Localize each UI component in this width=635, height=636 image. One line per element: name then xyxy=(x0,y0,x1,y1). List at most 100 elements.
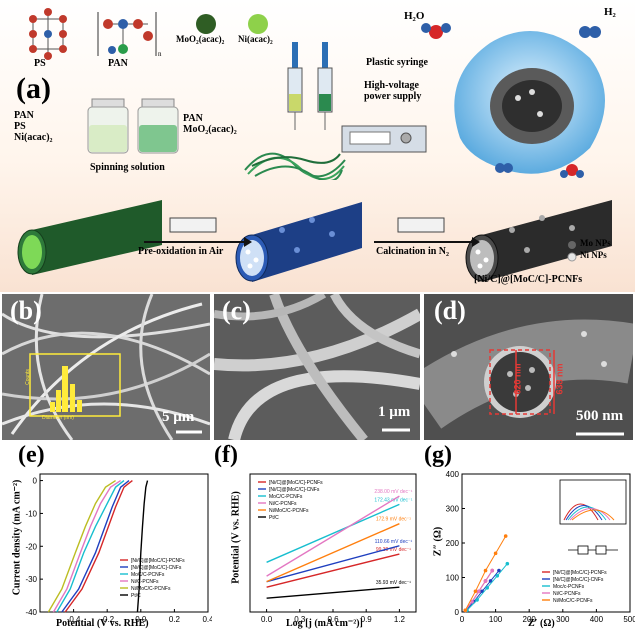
fiber-collector xyxy=(244,152,346,180)
h2o-label: H₂O xyxy=(404,10,425,22)
e-ylabel: Current density (mA cm⁻²) xyxy=(11,479,23,596)
label-moo2acac: MoO₂(acac)₂ xyxy=(176,34,225,44)
e-xlabel: Potential (V vs. RHE) xyxy=(56,618,149,629)
h2-molecule xyxy=(579,26,601,38)
x-tick-label: 0.2 xyxy=(169,615,181,624)
legend-label: Pt/C xyxy=(269,515,279,521)
moo2-acac-sphere xyxy=(196,14,216,34)
x-tick-label: 200 xyxy=(523,615,537,624)
series-line xyxy=(61,480,130,613)
right-list: PAN MoO₂(acac)₂ xyxy=(183,113,237,135)
inset-arc xyxy=(569,508,611,521)
y-tick-label: 100 xyxy=(446,574,460,583)
legend-label: Moc/c-PCNFs xyxy=(553,584,585,590)
x-tick-label: 0.3 xyxy=(294,615,306,624)
syringes xyxy=(287,42,333,130)
panel-letter-g: (g) xyxy=(424,442,452,468)
black-fiber xyxy=(465,200,612,282)
scale-bar-d: 500 nm xyxy=(576,408,624,424)
series-line xyxy=(136,480,149,613)
plastic-syringe-label: Plastic syringe xyxy=(366,57,428,68)
spinning-solution-label: Spinning solution xyxy=(90,162,165,173)
data-point xyxy=(497,568,501,573)
inset-xlabel: Diameter (nm) xyxy=(42,415,74,421)
x-tick-label: 500 xyxy=(623,615,635,624)
inset-arc xyxy=(565,505,603,521)
panel-a-schematic: PS PAN n MoO₂(acac)₂ Ni(acac)₂ (a) PAN P… xyxy=(0,0,635,292)
left-list: PAN PS Ni(acac)₂ xyxy=(14,110,53,143)
h2o-molecule xyxy=(421,23,451,39)
slope-label: 35.93 mV dec⁻¹ xyxy=(376,580,411,586)
left-list-item: Ni(acac)₂ xyxy=(14,132,53,143)
x-tick-label: 100 xyxy=(489,615,503,624)
fiber-evolution xyxy=(17,200,612,282)
legend-ni: Ni NPs xyxy=(580,250,607,260)
dim-label-1: 620 nm xyxy=(512,363,523,395)
scale-bar-b: 5 μm xyxy=(162,409,195,425)
power-supply-label: High-voltage power supply xyxy=(364,80,421,102)
data-point xyxy=(473,589,478,594)
left-list-item: PAN xyxy=(14,110,34,121)
x-tick-label: 1.2 xyxy=(394,615,406,624)
x-tick-label: 0.0 xyxy=(135,615,147,624)
data-point xyxy=(483,579,488,583)
slope-label: 110.66 mV dec⁻¹ xyxy=(375,539,413,545)
series-line xyxy=(266,586,400,599)
legend-label: Ni/MoC/C-PCNFs xyxy=(553,598,593,604)
legend-label: Ni/MoC/C-PCNFs xyxy=(269,508,309,514)
y-tick-label: -40 xyxy=(25,608,37,617)
x-tick-label: 0.6 xyxy=(327,615,339,624)
data-point xyxy=(485,586,489,590)
x-tick-label: 0.9 xyxy=(361,615,373,624)
series-line xyxy=(266,553,400,588)
ps-molecule xyxy=(29,8,67,60)
f-ylabel: Potential (V vs. RHE) xyxy=(230,491,242,584)
circuit-resistor xyxy=(577,545,589,555)
y-tick-label: 200 xyxy=(446,539,460,548)
water-splitting-graphic xyxy=(454,31,605,178)
solution-bottles xyxy=(87,98,179,154)
x-tick-label: 300 xyxy=(556,615,570,624)
series-line xyxy=(266,495,400,577)
y-tick-label: -30 xyxy=(25,575,37,584)
circuit-element xyxy=(595,545,607,555)
g-xlabel: Z′ (Ω) xyxy=(528,618,555,629)
data-point xyxy=(493,551,498,556)
label-pan: PAN xyxy=(108,58,128,69)
slope-label: 238.00 mV dec⁻¹ xyxy=(374,489,412,495)
y-tick-label: -10 xyxy=(25,509,37,518)
panel-c-sem: (c) 1 μm xyxy=(214,294,420,440)
legend-label: MoC/C-PCNFs xyxy=(269,494,303,500)
green-fiber xyxy=(17,200,162,275)
legend-label: Pt/C xyxy=(131,593,141,599)
series-line xyxy=(52,479,122,613)
power-supply-box xyxy=(341,125,427,153)
series-line xyxy=(56,480,125,613)
x-tick-label: -0.4 xyxy=(67,615,81,624)
pan-molecule xyxy=(97,12,157,56)
series-line xyxy=(64,480,133,613)
data-point xyxy=(477,589,481,594)
dim-label-2: 638 nm xyxy=(554,363,565,395)
legend-label: Ni/MoC/C-PCNFs xyxy=(131,586,171,592)
legend-label: Ni/C-PCNFs xyxy=(553,591,581,597)
y-tick-label: 0 xyxy=(33,477,38,486)
panel-letter-a: (a) xyxy=(16,72,51,105)
legend-label: Ni/C-PCNFs xyxy=(269,501,297,507)
legend-label: [Ni/C]@[MoC/C]-PCNFs xyxy=(131,558,185,564)
blue-fiber xyxy=(235,202,362,282)
data-point xyxy=(488,579,493,583)
data-point xyxy=(505,561,510,566)
legend-label: Ni/C-PCNFs xyxy=(131,579,159,585)
panel-letter-d: (d) xyxy=(434,296,466,325)
right-list-item: MoO₂(acac)₂ xyxy=(183,124,237,135)
h2-label: H₂ xyxy=(604,6,616,18)
y-tick-label: 0 xyxy=(455,608,460,617)
slope-label: 172.9 mV dec⁻¹ xyxy=(376,517,411,523)
